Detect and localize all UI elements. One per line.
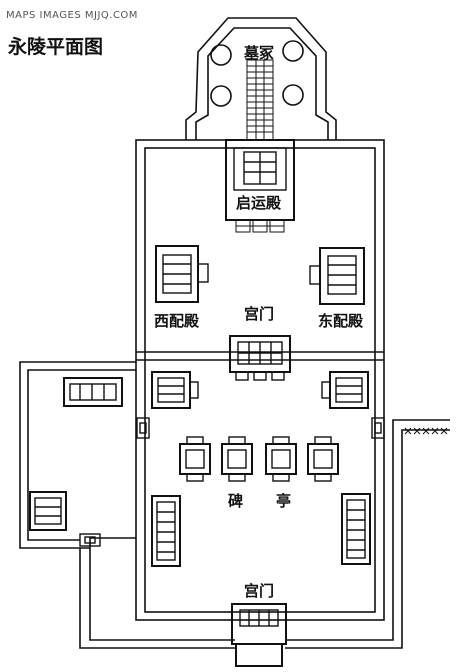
west-corridor [151, 495, 181, 567]
west-side-hall [155, 245, 209, 303]
tomb-enclosure-outer [185, 17, 337, 140]
east-side-gate [371, 417, 385, 439]
pavilion-label: 亭 [276, 492, 292, 510]
stele-pavilion [265, 436, 297, 482]
outer-gate-label: 宫门 [244, 582, 275, 600]
pine-tree-icon [210, 44, 232, 66]
inner-palace-gate [229, 335, 291, 381]
annex-gate [79, 533, 101, 547]
stele-pavilion [179, 436, 211, 482]
west-side-gate [136, 417, 150, 439]
west-annex-wall-inner [27, 369, 136, 541]
stele-pavilion [221, 436, 253, 482]
east-corridor [341, 493, 371, 565]
annex-long-building [63, 377, 123, 407]
qiyun-hall-steps [235, 219, 285, 233]
tomb-label: 墓冢 [244, 44, 275, 62]
tomb-stair-treads [247, 65, 273, 133]
stele-label: 碑 [228, 492, 244, 510]
fence-marks [404, 427, 448, 435]
west-hall-label: 西配殿 [154, 312, 200, 330]
page-title: 永陵平面图 [8, 36, 104, 58]
tomb-enclosure-inner [195, 27, 329, 140]
annex-small-building [29, 491, 67, 531]
west-front-building [151, 371, 199, 409]
east-front-building [321, 371, 369, 409]
outer-wall-east-inner [285, 429, 450, 649]
inner-gate-label: 宫门 [244, 305, 275, 323]
stele-pavilion [307, 436, 339, 482]
east-hall-label: 东配殿 [318, 312, 364, 330]
outer-wall-south-inner [79, 548, 235, 649]
watermark: MAPS IMAGES MJJQ.COM [6, 10, 138, 21]
pine-tree-icon [282, 40, 304, 62]
pine-tree-icon [282, 84, 304, 106]
outer-wall-south [89, 548, 235, 641]
qiyun-hall-label: 启运殿 [236, 194, 282, 212]
east-side-hall [309, 247, 365, 305]
pine-tree-icon [210, 85, 232, 107]
west-annex-wall [19, 361, 136, 549]
outer-wall-east [285, 419, 450, 641]
outer-palace-gate [231, 603, 287, 667]
